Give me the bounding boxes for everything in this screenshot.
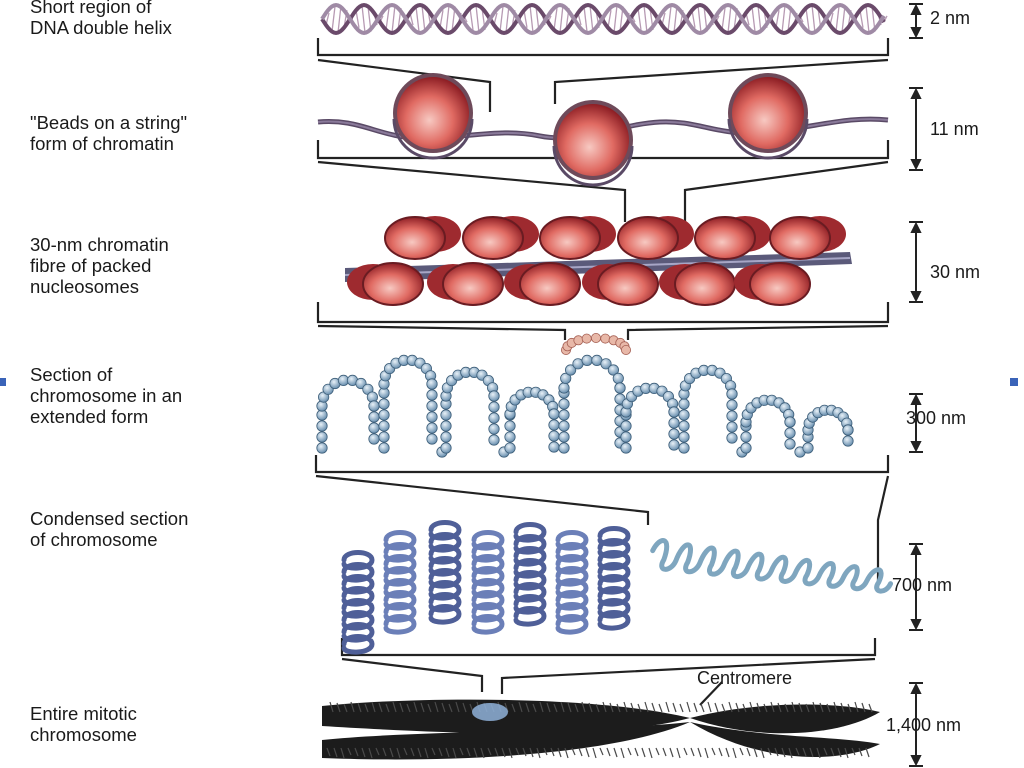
- zoom-brackets: [314, 38, 890, 706]
- scale-label-2nm: 2 nm: [930, 8, 971, 28]
- level-label-mitotic-chromosome: Entire mitotic chromosome: [30, 703, 137, 745]
- edge-marker-right: [1010, 378, 1018, 386]
- level-label-extended-chromosome: Section of chromosome in an extended for…: [30, 364, 183, 427]
- level-label-beads-on-string: "Beads on a string" form of chromatin: [30, 112, 188, 154]
- mitotic-chromosome: [322, 699, 880, 760]
- scale-label-700nm: 700 nm: [892, 575, 953, 595]
- beads-on-string-chromatin: [317, 73, 889, 187]
- edge-marker-left: [0, 378, 6, 386]
- scale-label-11nm: 11 nm: [930, 119, 979, 139]
- extended-chromosome-loops: [316, 332, 854, 458]
- dna-double-helix: [320, 2, 888, 36]
- condensed-chromosome-section: [341, 520, 894, 655]
- level-label-condensed-section: Condensed section of chromosome: [30, 508, 189, 550]
- level-label-dna-helix: Short region of DNA double helix: [30, 0, 172, 38]
- 30nm-chromatin-fibre: [344, 216, 852, 306]
- level-label-30nm-fibre: 30-nm chromatin fibre of packed nucleoso…: [30, 234, 169, 297]
- scale-label-30nm: 30 nm: [930, 262, 981, 282]
- scale-label-300nm: 300 nm: [906, 408, 967, 428]
- scale-label-1400nm: 1,400 nm: [886, 715, 962, 735]
